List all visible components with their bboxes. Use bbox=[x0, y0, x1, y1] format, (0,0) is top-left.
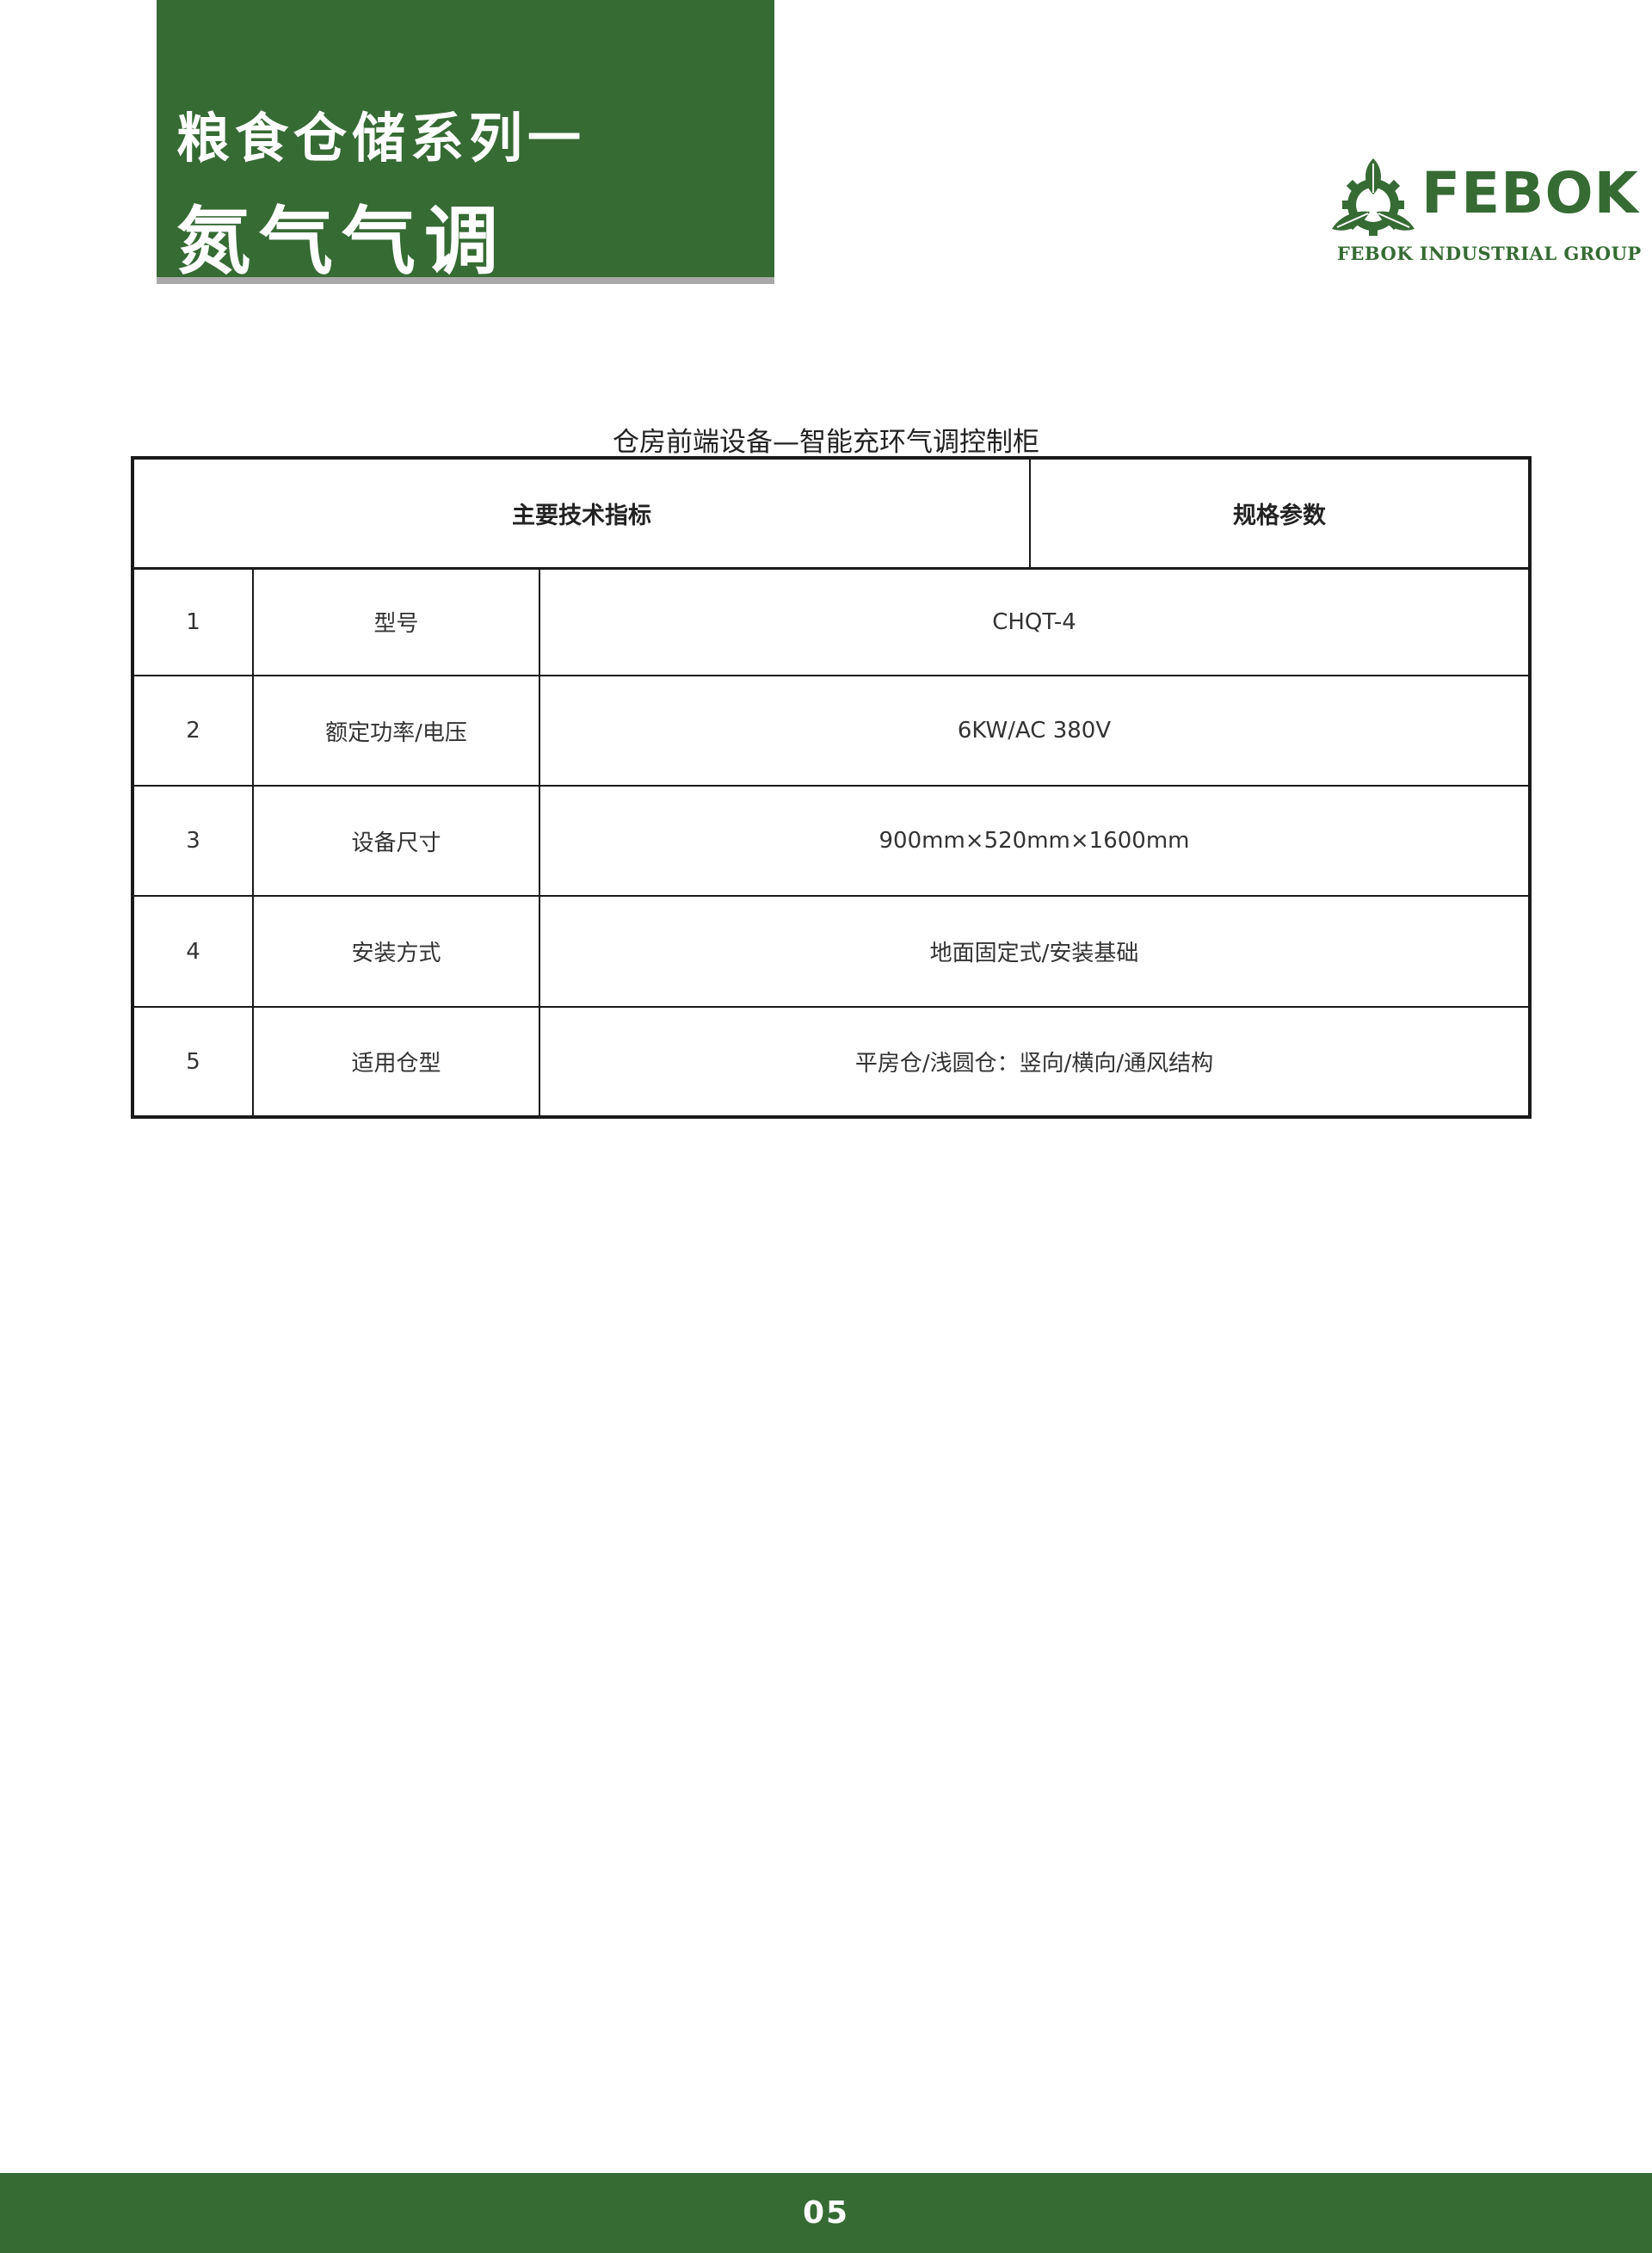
row-value: 900mm×520mm×1600mm bbox=[539, 785, 1531, 897]
row-number: 4 bbox=[132, 895, 254, 1008]
row-item: 适用仓型 bbox=[252, 1006, 540, 1118]
row-item: 额定功率/电压 bbox=[252, 675, 540, 787]
febok-leaf-gear-icon bbox=[1332, 158, 1415, 236]
series-title: 粮食仓储系列一 bbox=[176, 107, 587, 170]
row-item: 设备尺寸 bbox=[252, 785, 540, 897]
table-row: 4 安装方式 地面固定式/安装基础 bbox=[132, 895, 1531, 1008]
table-row: 1 型号 CHQT-4 bbox=[132, 567, 1531, 676]
row-value: CHQT-4 bbox=[539, 567, 1531, 676]
table-row: 2 额定功率/电压 6KW/AC 380V bbox=[132, 675, 1531, 787]
row-value: 6KW/AC 380V bbox=[539, 675, 1531, 787]
table-title: 仓房前端设备—智能充环气调控制柜 bbox=[613, 427, 1039, 458]
row-value: 平房仓/浅圆仓：竖向/横向/通风结构 bbox=[539, 1006, 1531, 1118]
page-number: 05 bbox=[802, 2195, 850, 2231]
row-item: 安装方式 bbox=[252, 895, 540, 1008]
header-banner bbox=[157, 0, 774, 277]
row-number: 3 bbox=[132, 785, 254, 897]
header-indicator: 主要技术指标 bbox=[132, 457, 1031, 570]
logo-wordmark: FEBOK bbox=[1421, 160, 1639, 226]
row-number: 5 bbox=[132, 1006, 254, 1118]
page-title: 氮气气调 bbox=[176, 199, 507, 285]
febok-logo: FEBOK FEBOK INDUSTRIAL GROUP bbox=[1325, 153, 1641, 274]
footer-bar bbox=[0, 2173, 1652, 2253]
spec-table: 主要技术指标 规格参数 1 型号 CHQT-4 2 额定功率/电压 6KW/AC… bbox=[131, 456, 1532, 1119]
table-row: 3 设备尺寸 900mm×520mm×1600mm bbox=[132, 785, 1531, 897]
table-header-row: 主要技术指标 规格参数 bbox=[132, 457, 1531, 570]
row-item: 型号 bbox=[252, 567, 540, 676]
row-number: 1 bbox=[132, 567, 254, 676]
row-value: 地面固定式/安装基础 bbox=[539, 895, 1531, 1008]
logo-subtitle: FEBOK INDUSTRIAL GROUP bbox=[1337, 243, 1642, 264]
header-spec: 规格参数 bbox=[1029, 457, 1531, 570]
table-row: 5 适用仓型 平房仓/浅圆仓：竖向/横向/通风结构 bbox=[132, 1006, 1531, 1118]
row-number: 2 bbox=[132, 675, 254, 787]
